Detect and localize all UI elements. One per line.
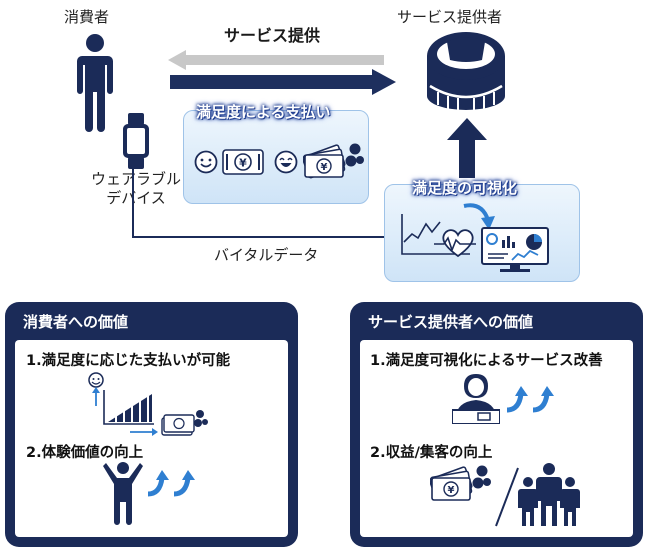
stadium-icon [424, 28, 508, 118]
provider-value-title: サービス提供者への価値 [368, 313, 534, 331]
wearable-label: ウェアラブル デバイス [86, 170, 186, 208]
svg-text:¥: ¥ [448, 485, 455, 496]
provider-value-item1: 1.満足度可視化によるサービス改善 [370, 353, 603, 369]
wearable-label-line2: デバイス [106, 189, 166, 207]
provider-label: サービス提供者 [397, 8, 503, 26]
wearable-label-line1: ウェアラブル [90, 170, 181, 188]
provider-value-card: サービス提供者への価値 [350, 302, 643, 547]
curved-arrow-icon [462, 200, 498, 232]
person-icon [73, 32, 117, 132]
payment-box-title: 満足度による支払い [196, 103, 331, 121]
up-arrow [447, 118, 487, 178]
slash-divider [494, 466, 520, 528]
consumer-value-item2: 2.体験価値の向上 [26, 445, 144, 461]
money-stack-icon: ¥ [303, 140, 365, 180]
cashier-icon [452, 372, 500, 424]
up-arrows-icon [146, 468, 202, 498]
yen-bill-icon: ¥ [222, 148, 264, 176]
heart-pulse-icon [400, 204, 478, 262]
revenue-money-icon: ¥ [430, 460, 492, 504]
dashboard-monitor-icon [480, 226, 550, 274]
consumer-value-item1: 1.満足度に応じた支払いが可能 [26, 353, 231, 369]
provider-value-item2: 2.収益/集客の向上 [370, 445, 493, 461]
provider-value-body [360, 340, 633, 537]
service-arrow-label: サービス提供 [224, 26, 321, 45]
svg-text:¥: ¥ [321, 162, 328, 173]
consumer-value-title: 消費者への価値 [23, 313, 129, 331]
visualization-box-title: 満足度の可視化 [412, 179, 518, 197]
smile-icon [194, 150, 218, 174]
group-icon [518, 462, 580, 528]
growth-chart-icon [86, 372, 214, 436]
svg-text:¥: ¥ [239, 157, 247, 170]
service-arrow [170, 69, 396, 95]
laugh-icon [274, 150, 298, 174]
smartwatch-icon [121, 113, 151, 169]
return-arrow [168, 50, 384, 70]
consumer-value-body [15, 340, 288, 537]
vital-label: バイタルデータ [214, 246, 319, 264]
consumer-label: 消費者 [64, 8, 110, 26]
cheering-person-icon [103, 460, 143, 526]
vital-data-line [132, 169, 388, 241]
up-arrows-icon-provider [505, 384, 561, 414]
